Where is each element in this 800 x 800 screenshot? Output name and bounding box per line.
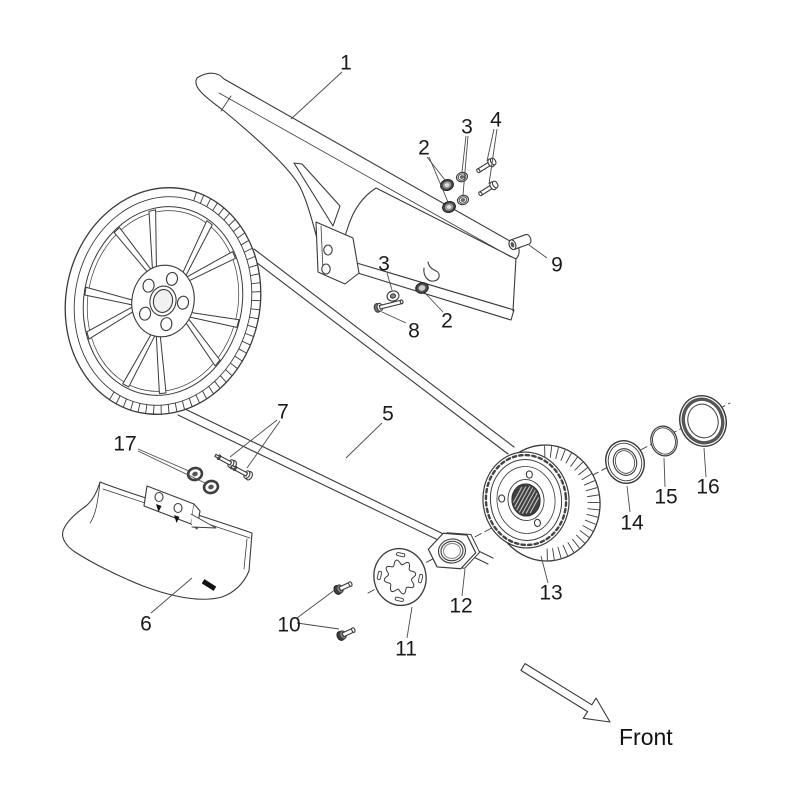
front-label: Front bbox=[619, 724, 673, 750]
wheel-belt-teeth bbox=[108, 191, 262, 415]
callout-label-10: 10 bbox=[277, 614, 300, 637]
leader-line-11 bbox=[406, 606, 413, 639]
flat-washer bbox=[386, 290, 400, 302]
front-direction-arrow: Front bbox=[520, 663, 673, 750]
pulley-face-teeth bbox=[484, 453, 568, 547]
guard-bolt-a bbox=[476, 157, 497, 174]
flange-nut-b bbox=[456, 194, 470, 206]
drive-pulley bbox=[482, 444, 601, 562]
callout-label-14: 14 bbox=[620, 512, 644, 535]
callout-label-5: 5 bbox=[382, 403, 394, 426]
guard-cutout bbox=[293, 162, 341, 227]
leader-line-8 bbox=[381, 311, 407, 324]
leader-line-4 bbox=[486, 128, 495, 162]
screw-b bbox=[336, 627, 356, 641]
guard-end-cap bbox=[512, 257, 517, 312]
guard-lower-mark bbox=[201, 579, 217, 591]
leader-line-16 bbox=[703, 447, 707, 478]
leader-line-2 bbox=[424, 292, 444, 313]
callout-label-3: 3 bbox=[378, 253, 390, 276]
callout-label-2: 2 bbox=[418, 137, 430, 160]
wheel-spokes bbox=[84, 209, 240, 394]
leader-line-2 bbox=[426, 156, 446, 181]
wheel-inner-rim bbox=[82, 206, 244, 396]
retainer-slots bbox=[376, 552, 424, 602]
leader-line-13 bbox=[540, 555, 549, 584]
callout-label-17: 17 bbox=[113, 433, 136, 456]
leader-line-3 bbox=[386, 272, 393, 291]
leader-line-9 bbox=[528, 244, 548, 259]
callout-label-4: 4 bbox=[490, 109, 502, 132]
shoulder-bolt-b bbox=[230, 464, 253, 481]
wheel-tooth-band-edge bbox=[73, 196, 253, 406]
leader-line-5 bbox=[345, 422, 383, 459]
hex-nut bbox=[415, 282, 429, 294]
spacer-sleeve bbox=[508, 233, 532, 251]
leader-line-10 bbox=[296, 622, 340, 630]
leader-line-1 bbox=[290, 71, 343, 120]
leader-line-15 bbox=[663, 457, 666, 488]
leader-line-2 bbox=[428, 156, 449, 203]
cap-nut-a bbox=[440, 179, 454, 191]
callout-label-9: 9 bbox=[551, 254, 563, 277]
leader-line-17 bbox=[137, 450, 206, 484]
guard-hook bbox=[423, 261, 440, 282]
rear-wheel-pulley bbox=[64, 187, 262, 415]
callout-label-6: 6 bbox=[140, 613, 152, 636]
bearing-ring bbox=[605, 440, 645, 484]
cap-nut-b bbox=[442, 201, 456, 213]
leader-line-17 bbox=[137, 448, 190, 472]
leader-line-6 bbox=[150, 577, 193, 614]
pulley-drum-teeth bbox=[544, 445, 600, 561]
snap-ring bbox=[650, 425, 678, 457]
callout-label-8: 8 bbox=[408, 320, 420, 343]
callout-label-11: 11 bbox=[395, 638, 417, 661]
belt-guard-lower bbox=[62, 481, 253, 600]
leader-line-14 bbox=[626, 485, 631, 513]
leader-line-3 bbox=[462, 135, 469, 196]
callout-label-13: 13 bbox=[539, 582, 562, 605]
callout-label-2: 2 bbox=[441, 310, 453, 333]
callout-label-7: 7 bbox=[277, 401, 289, 424]
drive-belt bbox=[177, 248, 515, 565]
seal-ring bbox=[679, 395, 727, 447]
leader-line-7 bbox=[246, 420, 281, 469]
retainer-splined-bore bbox=[383, 559, 417, 595]
wheel-lug-holes bbox=[138, 271, 190, 332]
guard-lower-body bbox=[62, 481, 253, 600]
screw-a bbox=[333, 581, 353, 595]
leader-line-3 bbox=[461, 135, 467, 173]
callout-label-15: 15 bbox=[654, 486, 677, 509]
grommet-washer-b bbox=[202, 479, 220, 495]
lock-nut bbox=[427, 532, 481, 570]
front-arrow-icon bbox=[520, 663, 611, 723]
pulley-face bbox=[482, 451, 570, 549]
leader-line-12 bbox=[461, 568, 466, 597]
callout-label-1: 1 bbox=[340, 52, 352, 75]
pulley-retainer-plate bbox=[373, 547, 427, 607]
hex-bolt bbox=[373, 299, 404, 313]
callout-label-12: 12 bbox=[449, 595, 472, 618]
leader-line-7 bbox=[229, 419, 278, 458]
leader-line-4 bbox=[488, 128, 498, 185]
callout-label-3: 3 bbox=[461, 116, 473, 139]
callout-label-16: 16 bbox=[696, 476, 719, 499]
guard-bolt-b bbox=[478, 180, 499, 197]
leader-line-10 bbox=[296, 588, 337, 619]
